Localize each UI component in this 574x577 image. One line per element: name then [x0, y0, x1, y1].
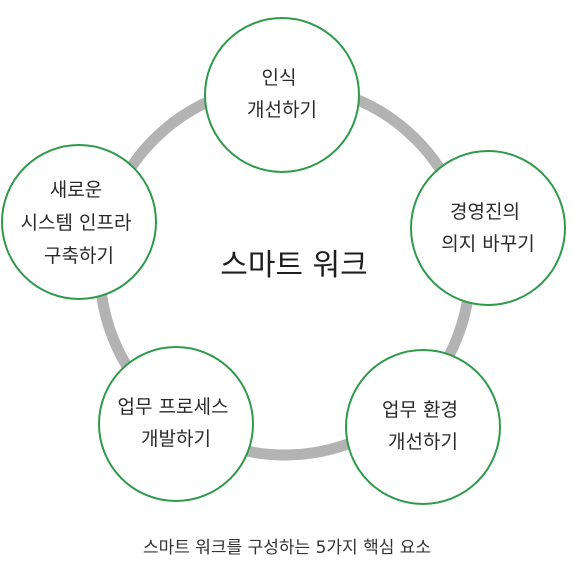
node-label: 새로운 시스템 인프라 구축하기 — [21, 179, 138, 267]
node-label-line: 경영진의 — [450, 201, 520, 223]
node-label-line: 구축하기 — [44, 245, 114, 267]
node-label-line: 인식 — [261, 67, 296, 89]
figure-caption: 스마트 워크를 구성하는 5가지 핵심 요소 — [143, 538, 431, 558]
center-title: 스마트 워크 — [220, 248, 368, 283]
node-label-line: 의지 바꾸기 — [441, 233, 534, 255]
node-recognition: 인식 개선하기 — [204, 17, 360, 173]
node-label-line: 업무 프로세스 — [118, 396, 229, 418]
node-circle — [410, 150, 566, 306]
node-label-line: 업무 환경 — [382, 399, 458, 421]
node-system-infra: 새로운 시스템 인프라 구축하기 — [1, 144, 157, 300]
node-label: 업무 환경 개선하기 — [382, 399, 464, 453]
node-circle — [345, 349, 501, 505]
node-label-line: 개선하기 — [388, 431, 458, 453]
node-circle — [98, 346, 254, 502]
node-label: 업무 프로세스 개발하기 — [118, 396, 235, 450]
node-label-line: 새로운 — [50, 179, 102, 201]
node-circle — [204, 17, 360, 173]
node-label-line: 개선하기 — [247, 99, 317, 121]
node-circle — [1, 144, 157, 300]
node-label: 인식 개선하기 — [247, 67, 317, 121]
node-work-process: 업무 프로세스 개발하기 — [98, 346, 254, 502]
node-label-line: 개발하기 — [141, 428, 211, 450]
node-label-line: 시스템 인프라 — [21, 212, 132, 234]
node-executive-will: 경영진의 의지 바꾸기 — [410, 150, 566, 306]
node-label: 경영진의 의지 바꾸기 — [441, 201, 534, 255]
node-work-environment: 업무 환경 개선하기 — [345, 349, 501, 505]
